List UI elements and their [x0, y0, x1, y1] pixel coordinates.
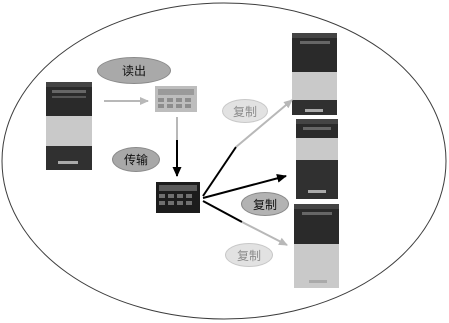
boundary-ellipse [1, 2, 447, 320]
arrow-copy-1-dark [202, 146, 237, 197]
keypad-top-icon [155, 86, 197, 112]
source-inverter-icon [46, 82, 92, 170]
read-label: 读出 [97, 57, 171, 84]
arrow-copy-3-dark [202, 200, 243, 223]
arrow-copy-3-light [241, 221, 288, 246]
keypad-bottom-icon [156, 182, 200, 213]
target-inverter-1-icon [292, 33, 337, 115]
target-inverter-2-icon [296, 119, 338, 199]
target-inverter-3-icon [294, 204, 339, 288]
copy-label-middle: 复制 [241, 192, 289, 216]
copy-label-top: 复制 [222, 99, 268, 123]
copy-label-bottom: 复制 [225, 243, 273, 267]
transfer-label: 传输 [112, 147, 160, 172]
arrow-copy-2 [202, 173, 287, 199]
arrow-copy-1-light [235, 99, 293, 148]
